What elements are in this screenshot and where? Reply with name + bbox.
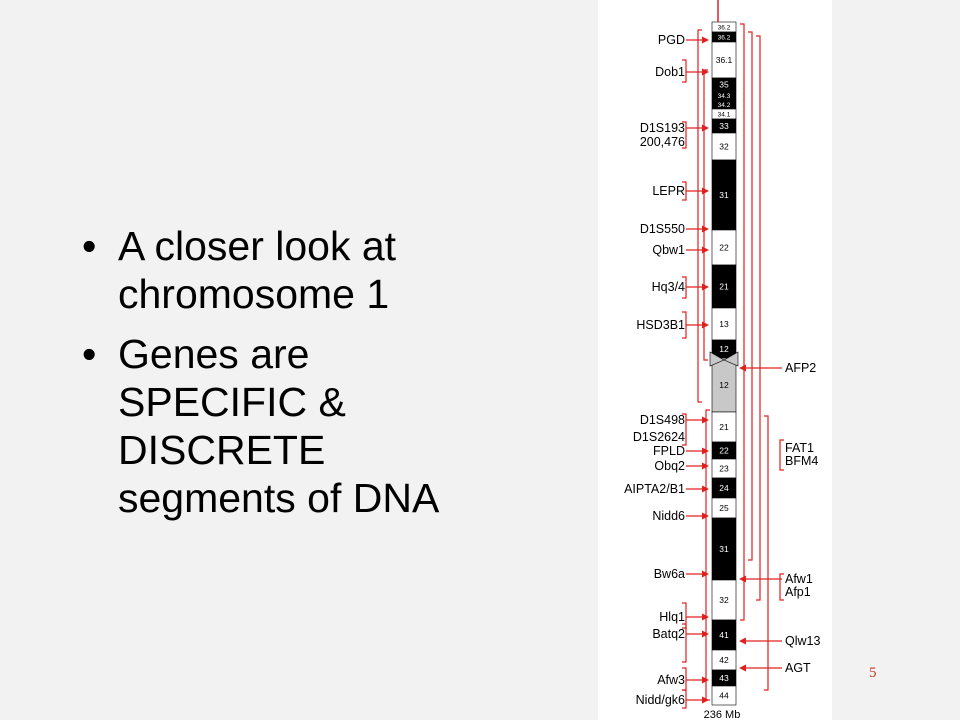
bullet-list: • A closer look at chromosome 1 • Genes ar… — [82, 222, 502, 534]
slide-number: 5 — [869, 665, 877, 681]
band-label: 32 — [719, 141, 729, 151]
arrow-head — [739, 664, 746, 672]
chromosome-band — [711, 619, 737, 651]
chromosome-band — [711, 411, 737, 443]
bullet-text: A closer look at chromosome 1 — [118, 223, 397, 317]
gene-bracket — [682, 689, 687, 709]
gene-label: Batq2 — [652, 627, 685, 641]
gene-markers — [682, 23, 784, 709]
gene-label: D1S550 — [640, 222, 685, 236]
arrow-head — [739, 637, 746, 645]
gene-label: Nidd/gk6 — [636, 693, 685, 707]
gene-label: Afp1 — [785, 585, 811, 599]
band-label: 34.2 — [718, 102, 731, 109]
gene-bracket — [682, 602, 687, 629]
chromosome-diagram: 36.2 36.2 36.1 35 34.3 34.2 34.1 33 32 31 22 21 13 12… — [598, 0, 832, 720]
chromosome-band — [711, 307, 737, 341]
gene-label: 200,476 — [640, 135, 685, 149]
gene-bracket — [682, 121, 687, 149]
chromosome-band — [711, 132, 737, 161]
band-label: 31 — [719, 544, 729, 554]
bullet-item: • A closer look at chromosome 1 — [82, 222, 502, 318]
region-bracket — [764, 415, 769, 691]
gene-bracket — [682, 311, 687, 339]
gene-bracket — [682, 276, 687, 299]
gene-bracket — [682, 413, 687, 446]
gene-label: Qbw1 — [652, 243, 685, 257]
gene-label: PGD — [658, 33, 685, 47]
band-label: 34.1 — [718, 111, 731, 118]
gene-label: Hlq1 — [659, 610, 685, 624]
gene-bracket — [682, 181, 687, 201]
band-label: 23 — [719, 463, 729, 473]
band-label: 31 — [719, 190, 729, 200]
gene-bracket — [682, 623, 687, 663]
region-bracket — [748, 31, 753, 561]
band-label: 13 — [719, 319, 729, 329]
band-label: 36.2 — [718, 24, 731, 31]
chromosome-band — [711, 517, 737, 581]
gene-label: HSD3B1 — [636, 318, 685, 332]
gene-bracket — [779, 573, 784, 601]
gene-label: AFP2 — [785, 361, 816, 375]
gene-label: AGT — [785, 661, 811, 675]
gene-label: FAT1 — [785, 441, 814, 455]
band-label: 33 — [719, 121, 729, 131]
band-label: 35 — [719, 79, 729, 89]
bullet-marker: • — [82, 223, 97, 269]
band-label: 24 — [719, 483, 729, 493]
gene-label: Hq3/4 — [652, 280, 685, 294]
band-label: 22 — [719, 445, 729, 455]
gene-label: Nidd6 — [652, 509, 685, 523]
chromosome-band — [711, 41, 737, 79]
region-bracket — [703, 69, 708, 361]
band-label: 36.2 — [718, 34, 731, 41]
gene-label: Bw6a — [654, 567, 685, 581]
region-bracket — [740, 23, 745, 621]
chromosome-bands: 36.2 36.2 36.1 35 34.3 34.2 34.1 33 32 31 22 21 13 12… — [709, 0, 739, 706]
region-bracket — [705, 409, 710, 701]
band-label: 22 — [719, 242, 729, 252]
chromosome-band — [711, 579, 737, 621]
bullet-item: • Genes are SPECIFIC & DISCRETE segments … — [82, 330, 502, 522]
band-label: 41 — [719, 630, 729, 640]
chromosome-length-label: 236 Mb — [704, 709, 741, 720]
gene-bracket — [779, 439, 784, 471]
band-label: 12 — [719, 344, 729, 354]
band-label: 12 — [719, 380, 729, 390]
gene-label: D1S498 — [640, 413, 685, 427]
band-label: 42 — [719, 655, 729, 665]
band-label: 21 — [719, 422, 729, 432]
band-label: 25 — [719, 503, 729, 513]
region-bracket — [697, 29, 702, 403]
chromosome-band — [711, 229, 737, 266]
gene-label: Qlw13 — [785, 634, 820, 648]
gene-label: Afw1 — [785, 572, 813, 586]
bullet-text: Genes are SPECIFIC & DISCRETE segments o… — [118, 331, 440, 521]
bullet-marker: • — [82, 331, 97, 377]
gene-label: BFM4 — [785, 454, 818, 468]
gene-label: FPLD — [653, 444, 685, 458]
gene-label: D1S2624 — [633, 430, 685, 444]
gene-label: Dob1 — [655, 65, 685, 79]
band-label: 21 — [719, 281, 729, 291]
gene-label: D1S193 — [640, 121, 685, 135]
band-label: 32 — [719, 595, 729, 605]
gene-label: Obq2 — [654, 459, 685, 473]
band-label: 43 — [719, 673, 729, 683]
gene-label: LEPR — [652, 184, 685, 198]
gene-bracket — [682, 59, 687, 83]
arrow-head — [702, 36, 709, 44]
region-bracket — [756, 35, 761, 601]
band-label: 34.3 — [718, 93, 731, 100]
gene-label: AIPTA2/B1 — [624, 482, 685, 496]
band-label: 44 — [719, 690, 729, 700]
gene-label: Afw3 — [657, 673, 685, 687]
band-label: 36.1 — [716, 55, 733, 65]
centromere — [709, 351, 739, 367]
chromosome-band — [711, 685, 737, 706]
